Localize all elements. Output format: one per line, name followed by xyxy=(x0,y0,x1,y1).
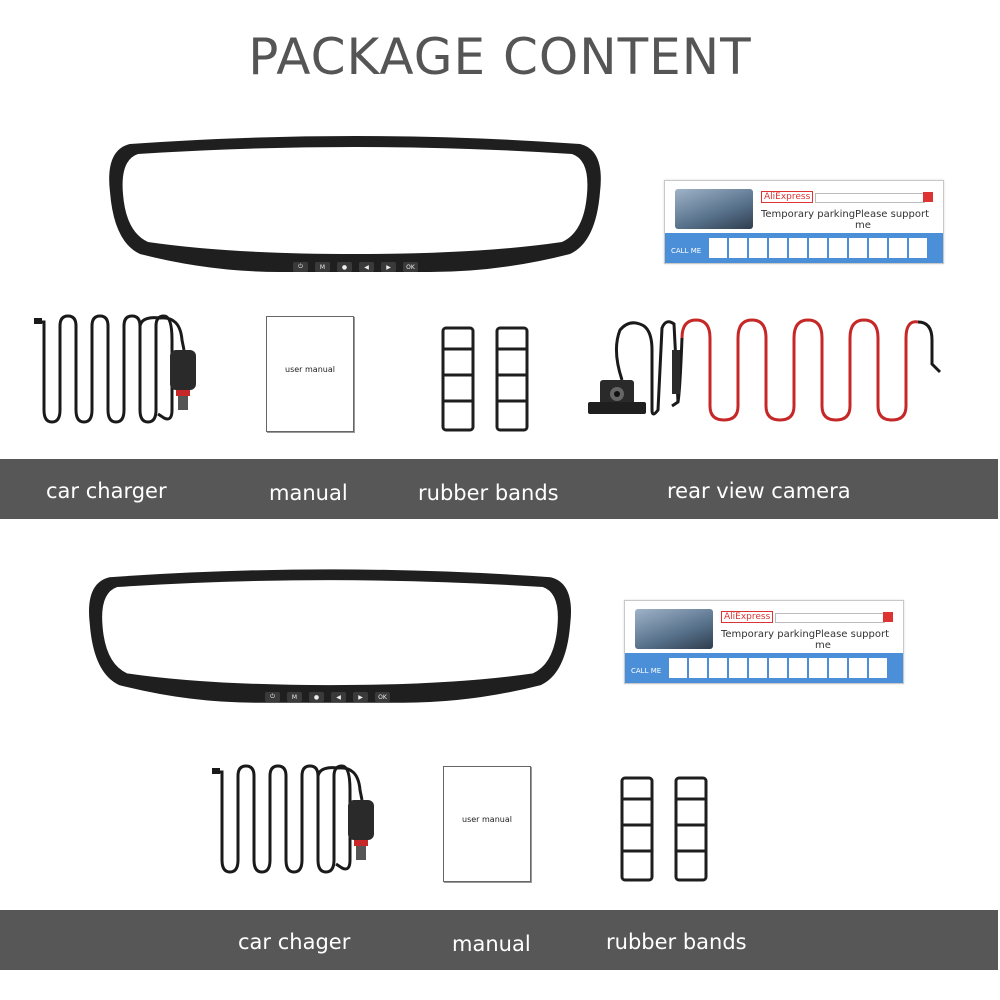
card-brand: AliExpress xyxy=(761,191,814,203)
card-please-support: Please support me xyxy=(855,209,930,231)
mirror-buttons: ⏻ M ● ◀ ▶ OK xyxy=(293,262,418,272)
label-band-2: car chager manual rubber bands xyxy=(0,910,998,970)
card-call-me: CALL ME xyxy=(671,247,702,255)
rubber-bands xyxy=(620,776,708,882)
label-rear-view-camera: rear view camera xyxy=(667,479,851,503)
user-manual: user manual xyxy=(266,316,354,432)
search-icon xyxy=(923,192,933,202)
rear-view-camera xyxy=(588,318,942,422)
card-call-me: CALL ME xyxy=(631,667,662,675)
card-phone-strip: CALL ME xyxy=(665,233,943,263)
card-brand: AliExpress xyxy=(721,611,774,623)
label-manual: manual xyxy=(452,932,531,956)
right-icon: ▶ xyxy=(353,692,368,702)
car-charger xyxy=(212,764,374,874)
power-icon: ⏻ xyxy=(293,262,308,272)
label-car-chager: car chager xyxy=(238,930,351,954)
record-icon: ● xyxy=(337,262,352,272)
user-manual: user manual xyxy=(443,766,531,882)
card-phone-strip: CALL ME xyxy=(625,653,903,683)
manual-text: user manual xyxy=(285,365,335,374)
label-rubber-bands: rubber bands xyxy=(418,481,559,505)
label-car-charger: car charger xyxy=(46,479,167,503)
ok-icon: OK xyxy=(403,262,418,272)
car-charger xyxy=(34,314,196,424)
page-title: PACKAGE CONTENT xyxy=(248,28,752,86)
manual-text: user manual xyxy=(462,815,512,824)
rearview-mirror-dashcam xyxy=(88,569,572,703)
card-search xyxy=(815,193,925,203)
card-search xyxy=(775,613,885,623)
mirror-buttons: ⏻ M ● ◀ ▶ OK xyxy=(265,692,390,702)
record-icon: ● xyxy=(309,692,324,702)
label-manual: manual xyxy=(269,481,348,505)
right-icon: ▶ xyxy=(381,262,396,272)
left-icon: ◀ xyxy=(359,262,374,272)
card-thumbnail xyxy=(675,189,753,229)
card-thumbnail xyxy=(635,609,713,649)
label-band-1: car charger manual rubber bands rear vie… xyxy=(0,459,998,519)
card-please-support: Please support me xyxy=(815,629,890,651)
card-temporary-parking: Temporary parking xyxy=(761,209,856,220)
search-icon xyxy=(883,612,893,622)
menu-icon: M xyxy=(315,262,330,272)
power-icon: ⏻ xyxy=(265,692,280,702)
rubber-bands xyxy=(441,326,529,432)
parking-card: AliExpress Temporary parking Please supp… xyxy=(624,600,904,684)
card-temporary-parking: Temporary parking xyxy=(721,629,816,640)
label-rubber-bands: rubber bands xyxy=(606,930,747,954)
menu-icon: M xyxy=(287,692,302,702)
ok-icon: OK xyxy=(375,692,390,702)
rearview-mirror-dashcam xyxy=(109,136,601,272)
parking-card: AliExpress Temporary parking Please supp… xyxy=(664,180,944,264)
left-icon: ◀ xyxy=(331,692,346,702)
